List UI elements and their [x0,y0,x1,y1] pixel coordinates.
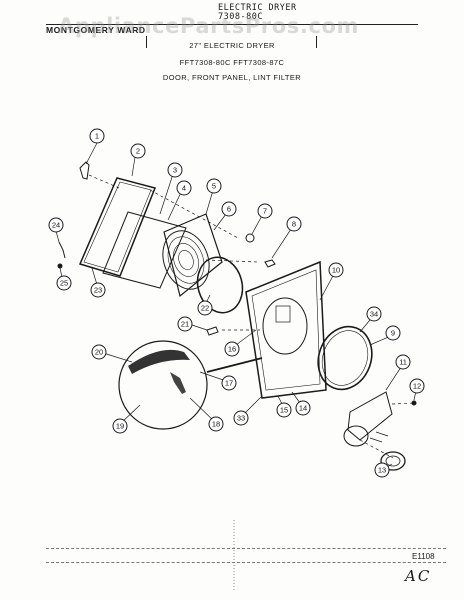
detail-leader [206,357,263,373]
part-8-catch [264,259,276,268]
callout-10 [328,262,344,278]
callout-16 [224,341,240,357]
callout-25 [56,275,72,291]
callout-label-13: 13 [378,466,386,475]
filter-grille [162,230,210,290]
callout-label-2: 2 [136,147,140,156]
callout-label-23: 23 [94,286,102,295]
callout-14 [295,400,311,416]
callout-label-5: 5 [212,182,216,191]
callout-label-15: 15 [280,406,288,415]
callout-label-11: 11 [399,358,407,367]
callout-3 [167,162,183,178]
callout-label-34: 34 [370,310,378,319]
callout-label-1: 1 [95,132,99,141]
callout-6 [221,201,237,217]
callout-18 [208,416,224,432]
callout-label-17: 17 [225,379,233,388]
callout-5 [206,178,222,194]
callout-label-8: 8 [292,220,296,229]
detail-seal-profile [128,349,190,374]
callout-23 [90,282,106,298]
callout-label-16: 16 [228,345,236,354]
callout-label-20: 20 [95,348,103,357]
callout-label-7: 7 [263,207,267,216]
handwritten-initials: AC [405,567,432,585]
part-7-screw [245,233,255,243]
callout-label-19: 19 [116,422,124,431]
callout-9 [385,325,401,341]
callout-label-9: 9 [391,329,395,338]
callout-label-4: 4 [182,184,186,193]
part-13-duct-ring [380,451,406,471]
callout-17 [221,375,237,391]
callout-label-12: 12 [413,382,421,391]
part-3-door-inner [102,211,187,289]
callout-12 [409,378,425,394]
callout-33 [233,410,249,426]
part-24-hinge-pin [58,241,66,259]
callout-11 [395,354,411,370]
part-5-door-liner [163,213,223,298]
callout-label-33: 33 [237,414,245,423]
part-2-door-outer [78,177,157,277]
callout-label-18: 18 [212,420,220,429]
callout-8 [286,216,302,232]
callout-label-14: 14 [299,404,307,413]
callout-label-3: 3 [173,166,177,175]
callout-19 [112,418,128,434]
callout-label-24: 24 [52,221,60,230]
callout-label-21: 21 [181,320,189,329]
section-title: DOOR, FRONT PANEL, LINT FILTER [162,73,302,82]
header-title-line2: 7308-80C [218,12,263,22]
callout-21 [177,316,193,332]
header-divider-left [146,36,147,48]
brand-name: MONTGOMERY WARD [46,25,146,35]
callout-2 [130,143,146,159]
callout-15 [276,402,292,418]
header-title-line1: ELECTRIC DRYER [218,3,297,13]
callout-label-6: 6 [227,205,231,214]
diagram-code: E1108 [412,552,435,561]
model-numbers: FFT7308-80C FFT7308-87C [179,58,285,67]
part-11-lint-duct [347,391,393,441]
footer-rule-2 [46,562,446,563]
callout-label-10: 10 [332,266,340,275]
front-panel [245,260,327,399]
callout-24 [48,217,64,233]
callout-13 [374,462,390,478]
callout-label-22: 22 [201,304,209,313]
duct-collar [343,425,369,447]
watermark: AppliancePartsPros.com [58,14,360,38]
part-1-clip [79,161,90,180]
header-title-block: ELECTRIC DRYER 7308-80C [218,4,297,22]
part-22-door-seal [196,256,244,314]
callout-label-25: 25 [60,279,68,288]
footer-rule-1 [46,548,446,549]
part-25-washer [57,263,63,269]
callout-34 [366,306,382,322]
front-panel-opening [262,297,308,355]
part-21-hinge-screw [206,326,219,336]
callout-22 [197,300,213,316]
header-divider-right [316,36,317,48]
diagram-subtitle: 27" ELECTRIC DRYER [189,41,275,50]
callout-4 [176,180,192,196]
detail-circle [118,340,208,430]
part-9-bulkhead-ring [317,325,373,391]
callout-20 [91,344,107,360]
callout-7 [257,203,273,219]
callout-labels: 1 2 3 4 5 6 7 8 9 10 11 12 13 14 15 16 1… [52,132,421,475]
callout-1 [89,128,105,144]
header-rule [46,24,418,25]
